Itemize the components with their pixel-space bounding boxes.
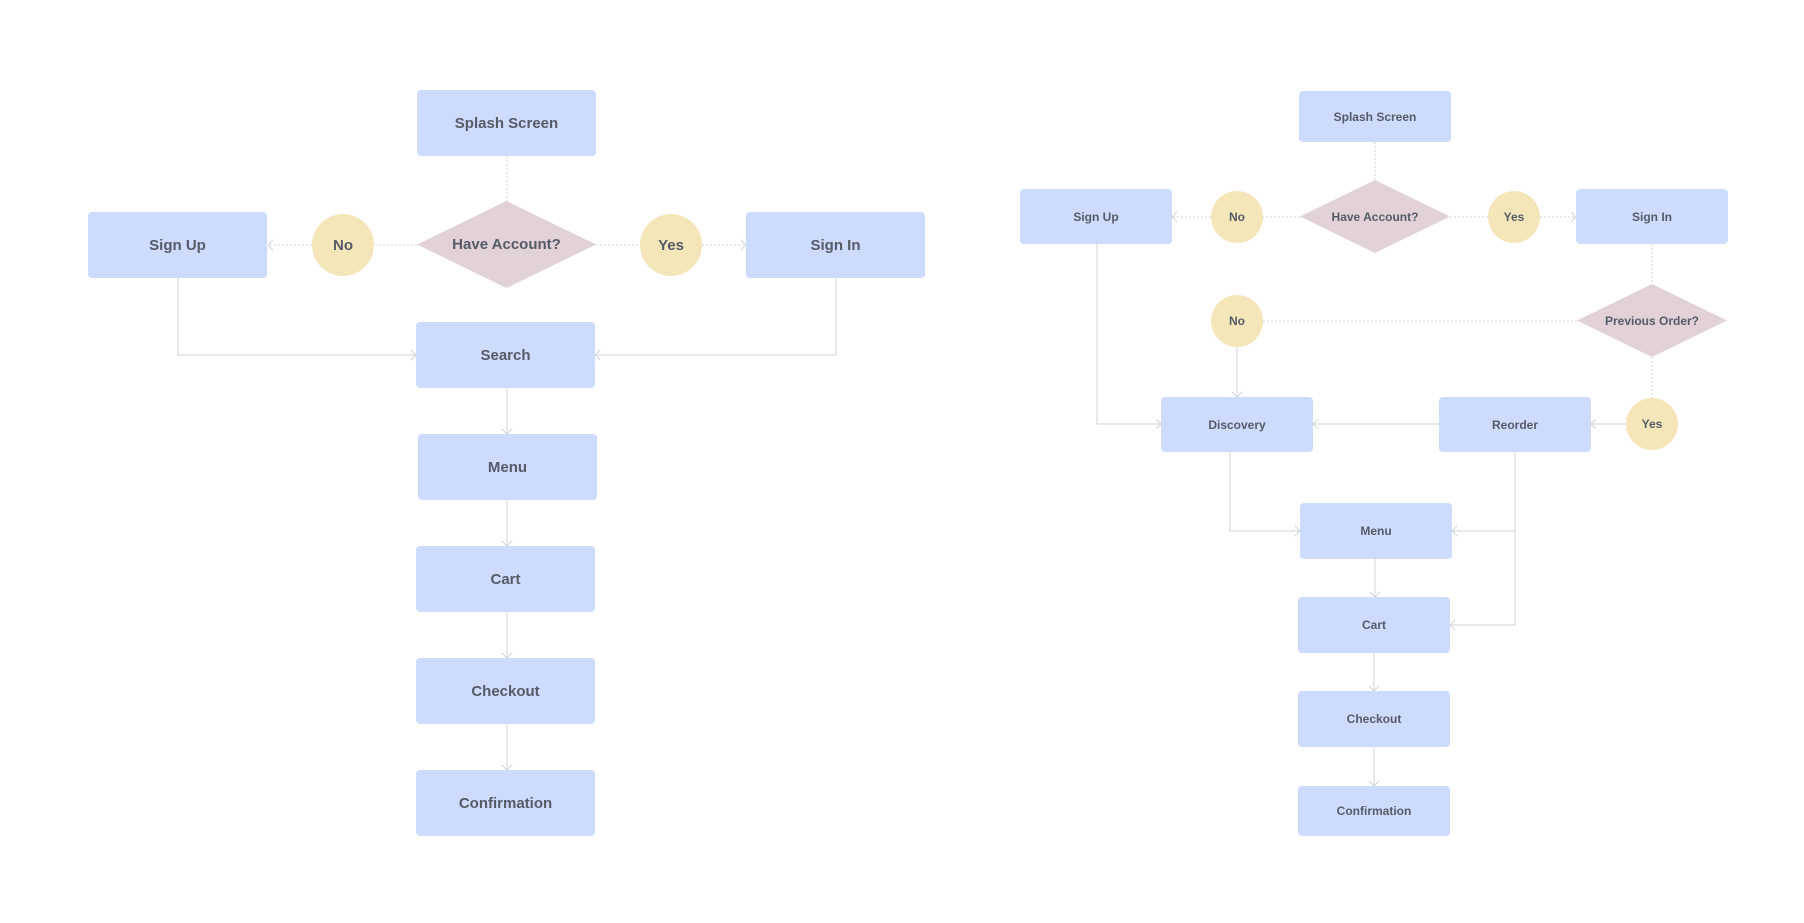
node-label: Have Account? <box>1331 209 1419 224</box>
node-label: Yes <box>658 236 684 254</box>
right-confirmation-node: Confirmation <box>1298 786 1450 836</box>
left-no-answer-node: No <box>312 214 374 276</box>
connector-reorder-to-cart <box>1450 531 1516 626</box>
right-sign-up-node: Sign Up <box>1020 189 1172 244</box>
left-cart-node: Cart <box>416 546 595 612</box>
arrowhead-icon <box>1590 418 1597 430</box>
left-confirmation-node: Confirmation <box>416 770 595 836</box>
diamond-shape <box>1577 284 1727 357</box>
node-label: Search <box>480 346 531 364</box>
left-sign-up-node: Sign Up <box>88 212 267 278</box>
arrowhead-icon <box>1449 619 1456 631</box>
left-menu-node: Menu <box>418 434 597 500</box>
arrowhead-icon <box>594 349 601 361</box>
left-sign-in-node: Sign In <box>746 212 925 278</box>
connector-discovery-to-menu <box>1229 452 1300 532</box>
node-label: Splash Screen <box>1333 109 1417 124</box>
diamond-shape <box>1300 180 1450 253</box>
node-label: No <box>333 236 353 254</box>
right-have-account-decision: Have Account? <box>1300 180 1450 253</box>
right-cart-node: Cart <box>1298 597 1450 653</box>
node-label: Cart <box>1361 618 1386 632</box>
right-yes-account-answer-node: Yes <box>1488 191 1540 243</box>
right-splash-screen-node: Splash Screen <box>1299 91 1451 142</box>
node-label: Yes <box>1503 210 1525 224</box>
node-label: No <box>1229 314 1245 328</box>
diamond-shape <box>417 201 596 288</box>
node-label: Menu <box>487 458 528 476</box>
right-yes-previous-answer-node: Yes <box>1626 398 1678 450</box>
node-label: Menu <box>1360 524 1392 538</box>
node-label: Confirmation <box>458 794 553 812</box>
connector-signup-to-discovery <box>1096 244 1161 425</box>
node-label: Reorder <box>1491 417 1538 432</box>
arrowhead-icon <box>267 239 274 251</box>
node-label: Sign Up <box>149 236 206 254</box>
left-splash-screen-node: Splash Screen <box>417 90 596 156</box>
node-label: Splash Screen <box>454 114 559 132</box>
right-previous-order-decision: Previous Order? <box>1577 284 1727 357</box>
node-label: Yes <box>1641 417 1663 431</box>
right-checkout-node: Checkout <box>1298 691 1450 747</box>
right-menu-node: Menu <box>1300 503 1452 559</box>
arrowhead-icon <box>1451 525 1458 537</box>
node-label: Previous Order? <box>1604 313 1700 328</box>
right-no-previous-answer-node: No <box>1211 295 1263 347</box>
node-label: Checkout <box>1346 712 1402 726</box>
node-label: No <box>1229 210 1245 224</box>
right-no-account-answer-node: No <box>1211 191 1263 243</box>
connector-signin-to-search <box>595 278 837 356</box>
node-label: Have Account? <box>452 236 561 253</box>
connector-signup-to-search <box>177 278 416 356</box>
right-sign-in-node: Sign In <box>1576 189 1728 244</box>
left-checkout-node: Checkout <box>416 658 595 724</box>
node-label: Checkout <box>471 682 540 700</box>
right-reorder-node: Reorder <box>1439 397 1591 452</box>
connector-reorder-to-menu <box>1452 452 1516 532</box>
right-discovery-node: Discovery <box>1161 397 1313 452</box>
left-search-node: Search <box>416 322 595 388</box>
node-label: Confirmation <box>1336 804 1412 818</box>
left-yes-answer-node: Yes <box>640 214 702 276</box>
node-label: Sign Up <box>1073 209 1119 224</box>
node-label: Sign In <box>810 236 861 254</box>
node-label: Cart <box>490 570 521 588</box>
node-label: Sign In <box>1632 209 1672 224</box>
left-have-account-decision: Have Account? <box>417 201 596 288</box>
arrowhead-icon <box>1312 418 1319 430</box>
node-label: Discovery <box>1208 417 1266 432</box>
arrowhead-icon <box>1171 211 1178 223</box>
